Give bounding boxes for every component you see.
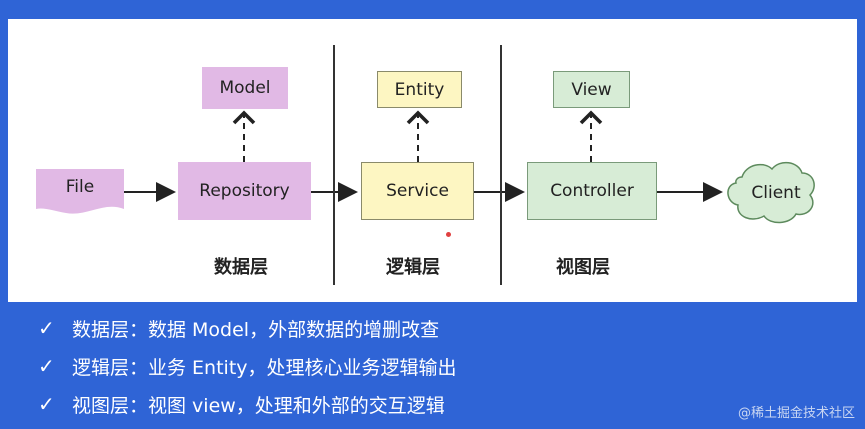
bullet-item-data-layer: ✓ 数据层：数据 Model，外部数据的增删改查 [38, 309, 838, 347]
view-node: View [553, 71, 630, 108]
file-shape [36, 169, 124, 214]
connector-layer [36, 110, 815, 224]
watermark: @稀土掘金技术社区 [737, 406, 855, 421]
model-node: Model [202, 67, 288, 109]
client-cloud-shape [727, 161, 815, 224]
entity-node: Entity [377, 71, 462, 108]
bullet-text: 数据层：数据 Model，外部数据的增删改查 [72, 318, 440, 341]
bullet-text: 视图层：视图 view，处理和外部的交互逻辑 [72, 394, 445, 417]
bullet-text: 逻辑层：业务 Entity，处理核心业务逻辑输出 [72, 356, 457, 379]
bullet-item-logic-layer: ✓ 逻辑层：业务 Entity，处理核心业务逻辑输出 [38, 347, 838, 385]
repository-node: Repository [178, 162, 311, 220]
bullet-list: ✓ 数据层：数据 Model，外部数据的增删改查 ✓ 逻辑层：业务 Entity… [38, 309, 838, 423]
check-icon: ✓ [38, 392, 55, 416]
layer-label-data: 数据层 [214, 257, 268, 278]
layer-label-logic: 逻辑层 [386, 257, 440, 278]
layer-label-view: 视图层 [556, 257, 610, 278]
diagram-canvas: File Model Repository Entity Service Vie… [8, 19, 857, 302]
bullet-item-view-layer: ✓ 视图层：视图 view，处理和外部的交互逻辑 [38, 385, 838, 423]
check-icon: ✓ [38, 354, 55, 378]
check-icon: ✓ [38, 316, 55, 340]
layer-divider-1 [333, 45, 335, 285]
controller-node: Controller [527, 162, 657, 220]
red-dot-mark [446, 232, 451, 237]
layer-divider-2 [500, 45, 502, 285]
file-node-label: File [65, 177, 95, 197]
service-node: Service [361, 162, 474, 220]
client-node-label: Client [751, 183, 801, 203]
